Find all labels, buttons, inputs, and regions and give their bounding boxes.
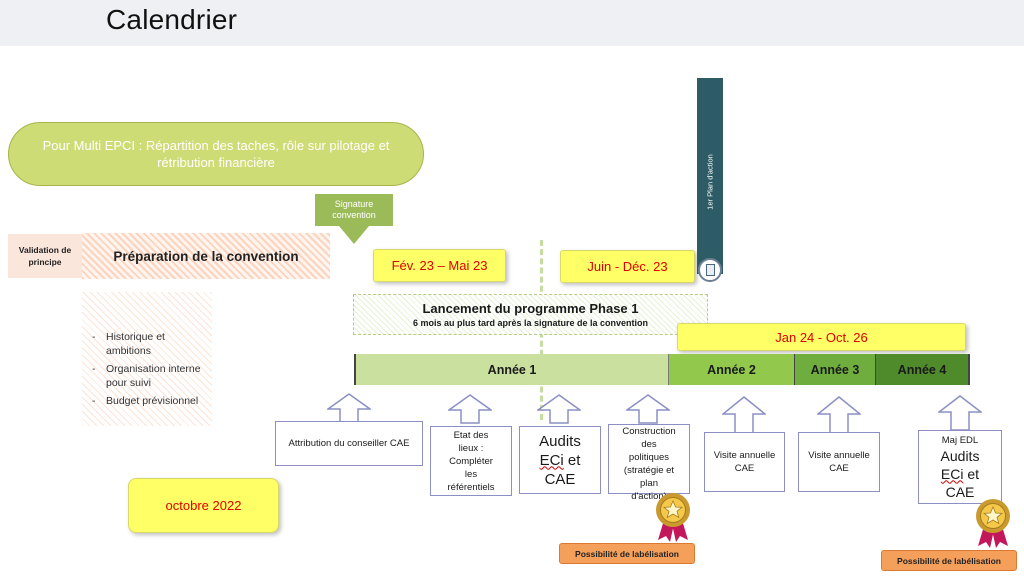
event-text-line: Maj EDL	[941, 434, 979, 446]
event-etat-des-lieux: Etat des lieux : Compléter les référenti…	[430, 426, 512, 496]
event-text-line: CAE	[945, 483, 975, 500]
date-period-3: Jan 24 - Oct. 26	[677, 323, 966, 351]
clipboard-icon	[698, 258, 722, 282]
event-text-part: et	[563, 451, 581, 469]
event-text-line: Etat des	[453, 429, 489, 441]
event-text-line: Audits	[539, 432, 581, 450]
event-text-line: des	[641, 439, 657, 450]
event-text-line: (stratégie et	[623, 465, 675, 476]
event-text-line: Compléter	[449, 455, 493, 467]
lancement-title: Lancement du programme Phase 1	[422, 301, 639, 316]
event-text: Visite annuelle CAE	[713, 450, 776, 474]
up-arrow-icon	[327, 393, 371, 423]
date-period-1: Fév. 23 – Mai 23	[373, 249, 506, 282]
event-text-line: Construction	[622, 426, 676, 437]
event-attribution: Attribution du conseiller CAE	[275, 421, 423, 466]
up-arrow-icon	[722, 396, 766, 434]
event-text: Attribution du conseiller CAE	[288, 438, 410, 449]
date-period-2: Juin - Déc. 23	[560, 250, 695, 283]
event-text-part: et	[963, 465, 980, 482]
page-title: Calendrier	[106, 4, 238, 35]
event-text-part: ECi	[539, 451, 564, 469]
plan-action-label: 1er Plan d'action	[705, 154, 715, 210]
note-item: Budget prévisionnel	[92, 394, 212, 408]
up-arrow-icon	[448, 394, 492, 424]
timeline-year-1: Année 1	[354, 354, 668, 385]
multi-epci-pill: Pour Multi EPCI : Répartition des taches…	[8, 122, 424, 186]
up-arrow-icon	[938, 395, 982, 431]
medal-icon	[654, 492, 692, 542]
lancement-box: Lancement du programme Phase 1 6 mois au…	[353, 294, 708, 335]
labelisation-badge: Possibilité de labélisation	[881, 550, 1017, 571]
note-item: Organisation interne pour suivi	[92, 362, 212, 390]
up-arrow-icon	[626, 394, 670, 424]
event-text-part: ECi	[940, 465, 964, 482]
event-final-audits: Maj EDL Audits ECi et CAE	[918, 430, 1002, 504]
event-text-line: d'action)	[631, 491, 667, 502]
medal-icon	[974, 498, 1012, 548]
header-bar	[0, 0, 1024, 46]
signature-arrow-icon	[339, 226, 369, 244]
validation-box: Validation de principe	[8, 234, 82, 278]
event-visite-annee-2: Visite annuelle CAE	[704, 432, 785, 492]
event-text-line: plan	[640, 478, 658, 489]
signature-box: Signature convention	[315, 194, 393, 226]
labelisation-badge: Possibilité de labélisation	[559, 543, 695, 564]
preparation-notes: Historique et ambitions Organisation int…	[82, 292, 212, 426]
timeline-year-4: Année 4	[875, 354, 970, 385]
event-text-line: référentiels	[447, 481, 495, 493]
event-text-line: les	[464, 468, 478, 480]
timeline-year-3: Année 3	[794, 354, 875, 385]
note-item: Historique et ambitions	[92, 330, 212, 358]
event-text-line: lieux :	[458, 442, 484, 454]
event-text-line: politiques	[628, 452, 670, 463]
plan-action-bar: 1er Plan d'action	[697, 78, 723, 274]
up-arrow-icon	[817, 396, 861, 434]
notes-list: Historique et ambitions Organisation int…	[92, 330, 212, 412]
multi-epci-text: Pour Multi EPCI : Répartition des taches…	[42, 138, 390, 170]
event-text-line: CAE	[544, 470, 576, 488]
event-audits-1: Audits ECi et CAE	[519, 426, 601, 494]
lancement-subtitle: 6 mois au plus tard après la signature d…	[412, 318, 649, 328]
event-visite-annee-3: Visite annuelle CAE	[798, 432, 880, 492]
start-date-box: octobre 2022	[128, 478, 279, 533]
up-arrow-icon	[537, 394, 581, 424]
event-construction: Construction des politiques (stratégie e…	[608, 424, 690, 502]
timeline-year-2: Année 2	[668, 354, 794, 385]
event-text-line: Audits	[940, 447, 980, 464]
preparation-box: Préparation de la convention	[82, 233, 330, 279]
event-text: Visite annuelle CAE	[808, 450, 870, 474]
